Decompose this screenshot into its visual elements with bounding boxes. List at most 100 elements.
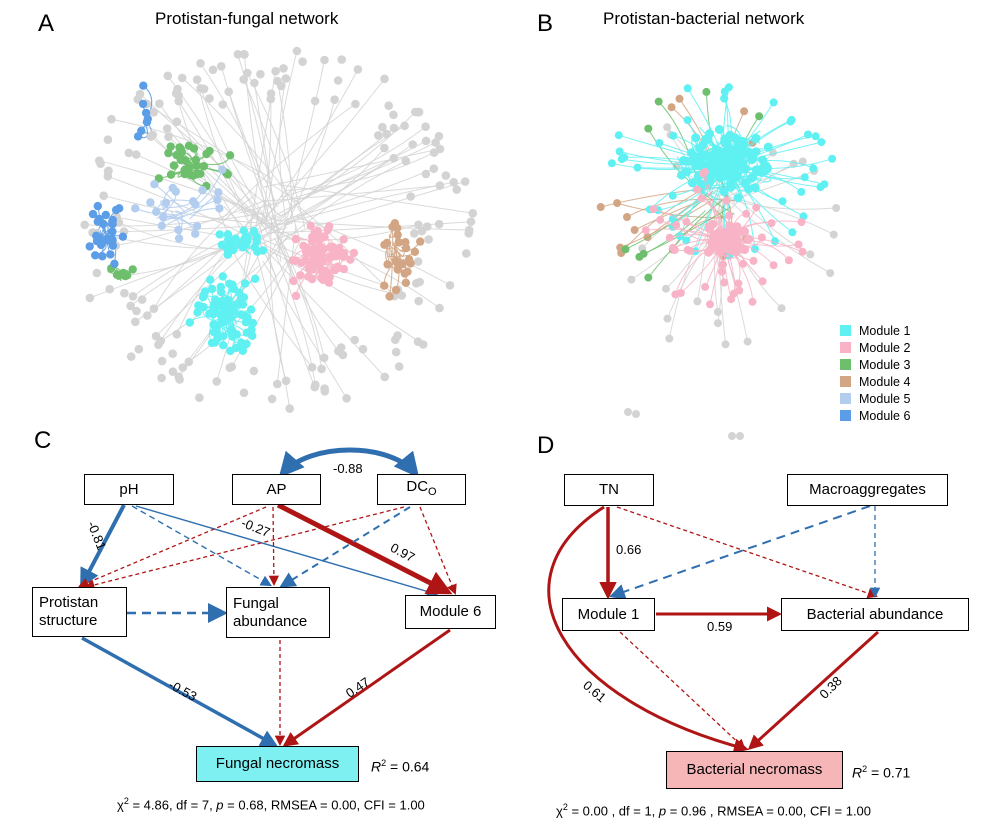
network-node [236, 310, 246, 319]
network-node [724, 83, 733, 92]
network-edge [667, 210, 731, 319]
network-edge [278, 184, 473, 214]
network-node [301, 255, 310, 265]
network-node [106, 250, 115, 259]
network-node [273, 379, 282, 389]
network-edge [284, 152, 435, 192]
network-node [751, 165, 761, 175]
network-node [298, 57, 307, 66]
network-node [320, 384, 329, 393]
network-node [271, 66, 280, 76]
network-node [172, 330, 182, 339]
network-node [464, 229, 474, 238]
network-node [248, 318, 258, 328]
network-node [687, 178, 697, 188]
network-node [210, 338, 220, 347]
network-node [240, 279, 250, 288]
fit-p: p [658, 803, 667, 819]
network-node [191, 229, 200, 238]
network-node [429, 148, 439, 157]
network-node [607, 159, 616, 168]
network-node [740, 245, 750, 255]
network-node [755, 112, 764, 121]
network-node [326, 252, 335, 261]
path-dc-module6 [419, 506, 457, 595]
network-node [126, 301, 135, 311]
network-node [132, 306, 141, 316]
network-node [700, 168, 709, 176]
network-node [806, 250, 815, 259]
r2-sup: 2 [381, 758, 387, 768]
network-node [804, 130, 812, 139]
network-node [216, 310, 226, 319]
network-node [738, 160, 748, 170]
network-node [174, 372, 183, 382]
network-node [719, 187, 729, 196]
path-ap-dc [278, 447, 420, 478]
network-node [744, 184, 753, 194]
network-node [723, 238, 733, 248]
network-node [231, 343, 241, 353]
network-node [118, 232, 128, 241]
legend-item-module-3: Module 3 [840, 358, 910, 372]
network-node [676, 289, 685, 297]
dc-subscript: O [428, 486, 437, 498]
network-node [143, 311, 152, 320]
network-node [212, 321, 222, 331]
network-node [164, 132, 173, 142]
network-node [164, 148, 173, 158]
network-node [460, 177, 470, 186]
network-node [196, 59, 205, 68]
network-node [330, 265, 340, 275]
network-node [730, 133, 740, 143]
network-node [95, 156, 104, 165]
node-label: Module 1 [577, 605, 640, 623]
network-node [316, 243, 325, 252]
network-node [105, 284, 114, 294]
network-node [406, 259, 415, 268]
path-module6-necromass [282, 628, 451, 747]
network-node [172, 150, 181, 160]
network-node [434, 219, 444, 229]
network-node [241, 240, 250, 249]
network-node [320, 55, 329, 65]
panel-a-title: Protistan-fungal network [155, 9, 339, 28]
network-node [418, 340, 428, 349]
r2-value: = 0.64 [386, 758, 430, 775]
network-node [644, 273, 653, 282]
network-node [735, 286, 744, 295]
network-node [421, 122, 430, 131]
network-node [246, 305, 256, 314]
network-node [328, 242, 338, 252]
network-edge [273, 237, 323, 369]
network-node [243, 68, 252, 78]
network-node [667, 103, 676, 112]
network-node [663, 314, 672, 323]
network-node [665, 233, 674, 242]
network-node [682, 167, 692, 177]
network-node [281, 376, 291, 386]
network-node [635, 252, 644, 261]
network-edge [189, 191, 219, 220]
network-node [393, 223, 402, 233]
network-node [391, 347, 401, 357]
sem-node-bacterial-necromass: Bacterial necromass [666, 751, 843, 789]
network-node [728, 432, 736, 440]
network-node [389, 110, 398, 120]
network-node [313, 226, 322, 235]
legend-swatch [840, 342, 851, 353]
network-node [787, 115, 796, 124]
network-node [192, 75, 202, 84]
network-node [389, 153, 399, 163]
path-dc-protistan [83, 506, 405, 591]
fit-chi: χ [117, 797, 124, 813]
network-node [380, 143, 389, 153]
network-node [285, 404, 295, 413]
network-node [205, 94, 214, 103]
network-node [414, 296, 424, 306]
network-node [162, 124, 172, 133]
node-label: Module 6 [419, 603, 482, 620]
